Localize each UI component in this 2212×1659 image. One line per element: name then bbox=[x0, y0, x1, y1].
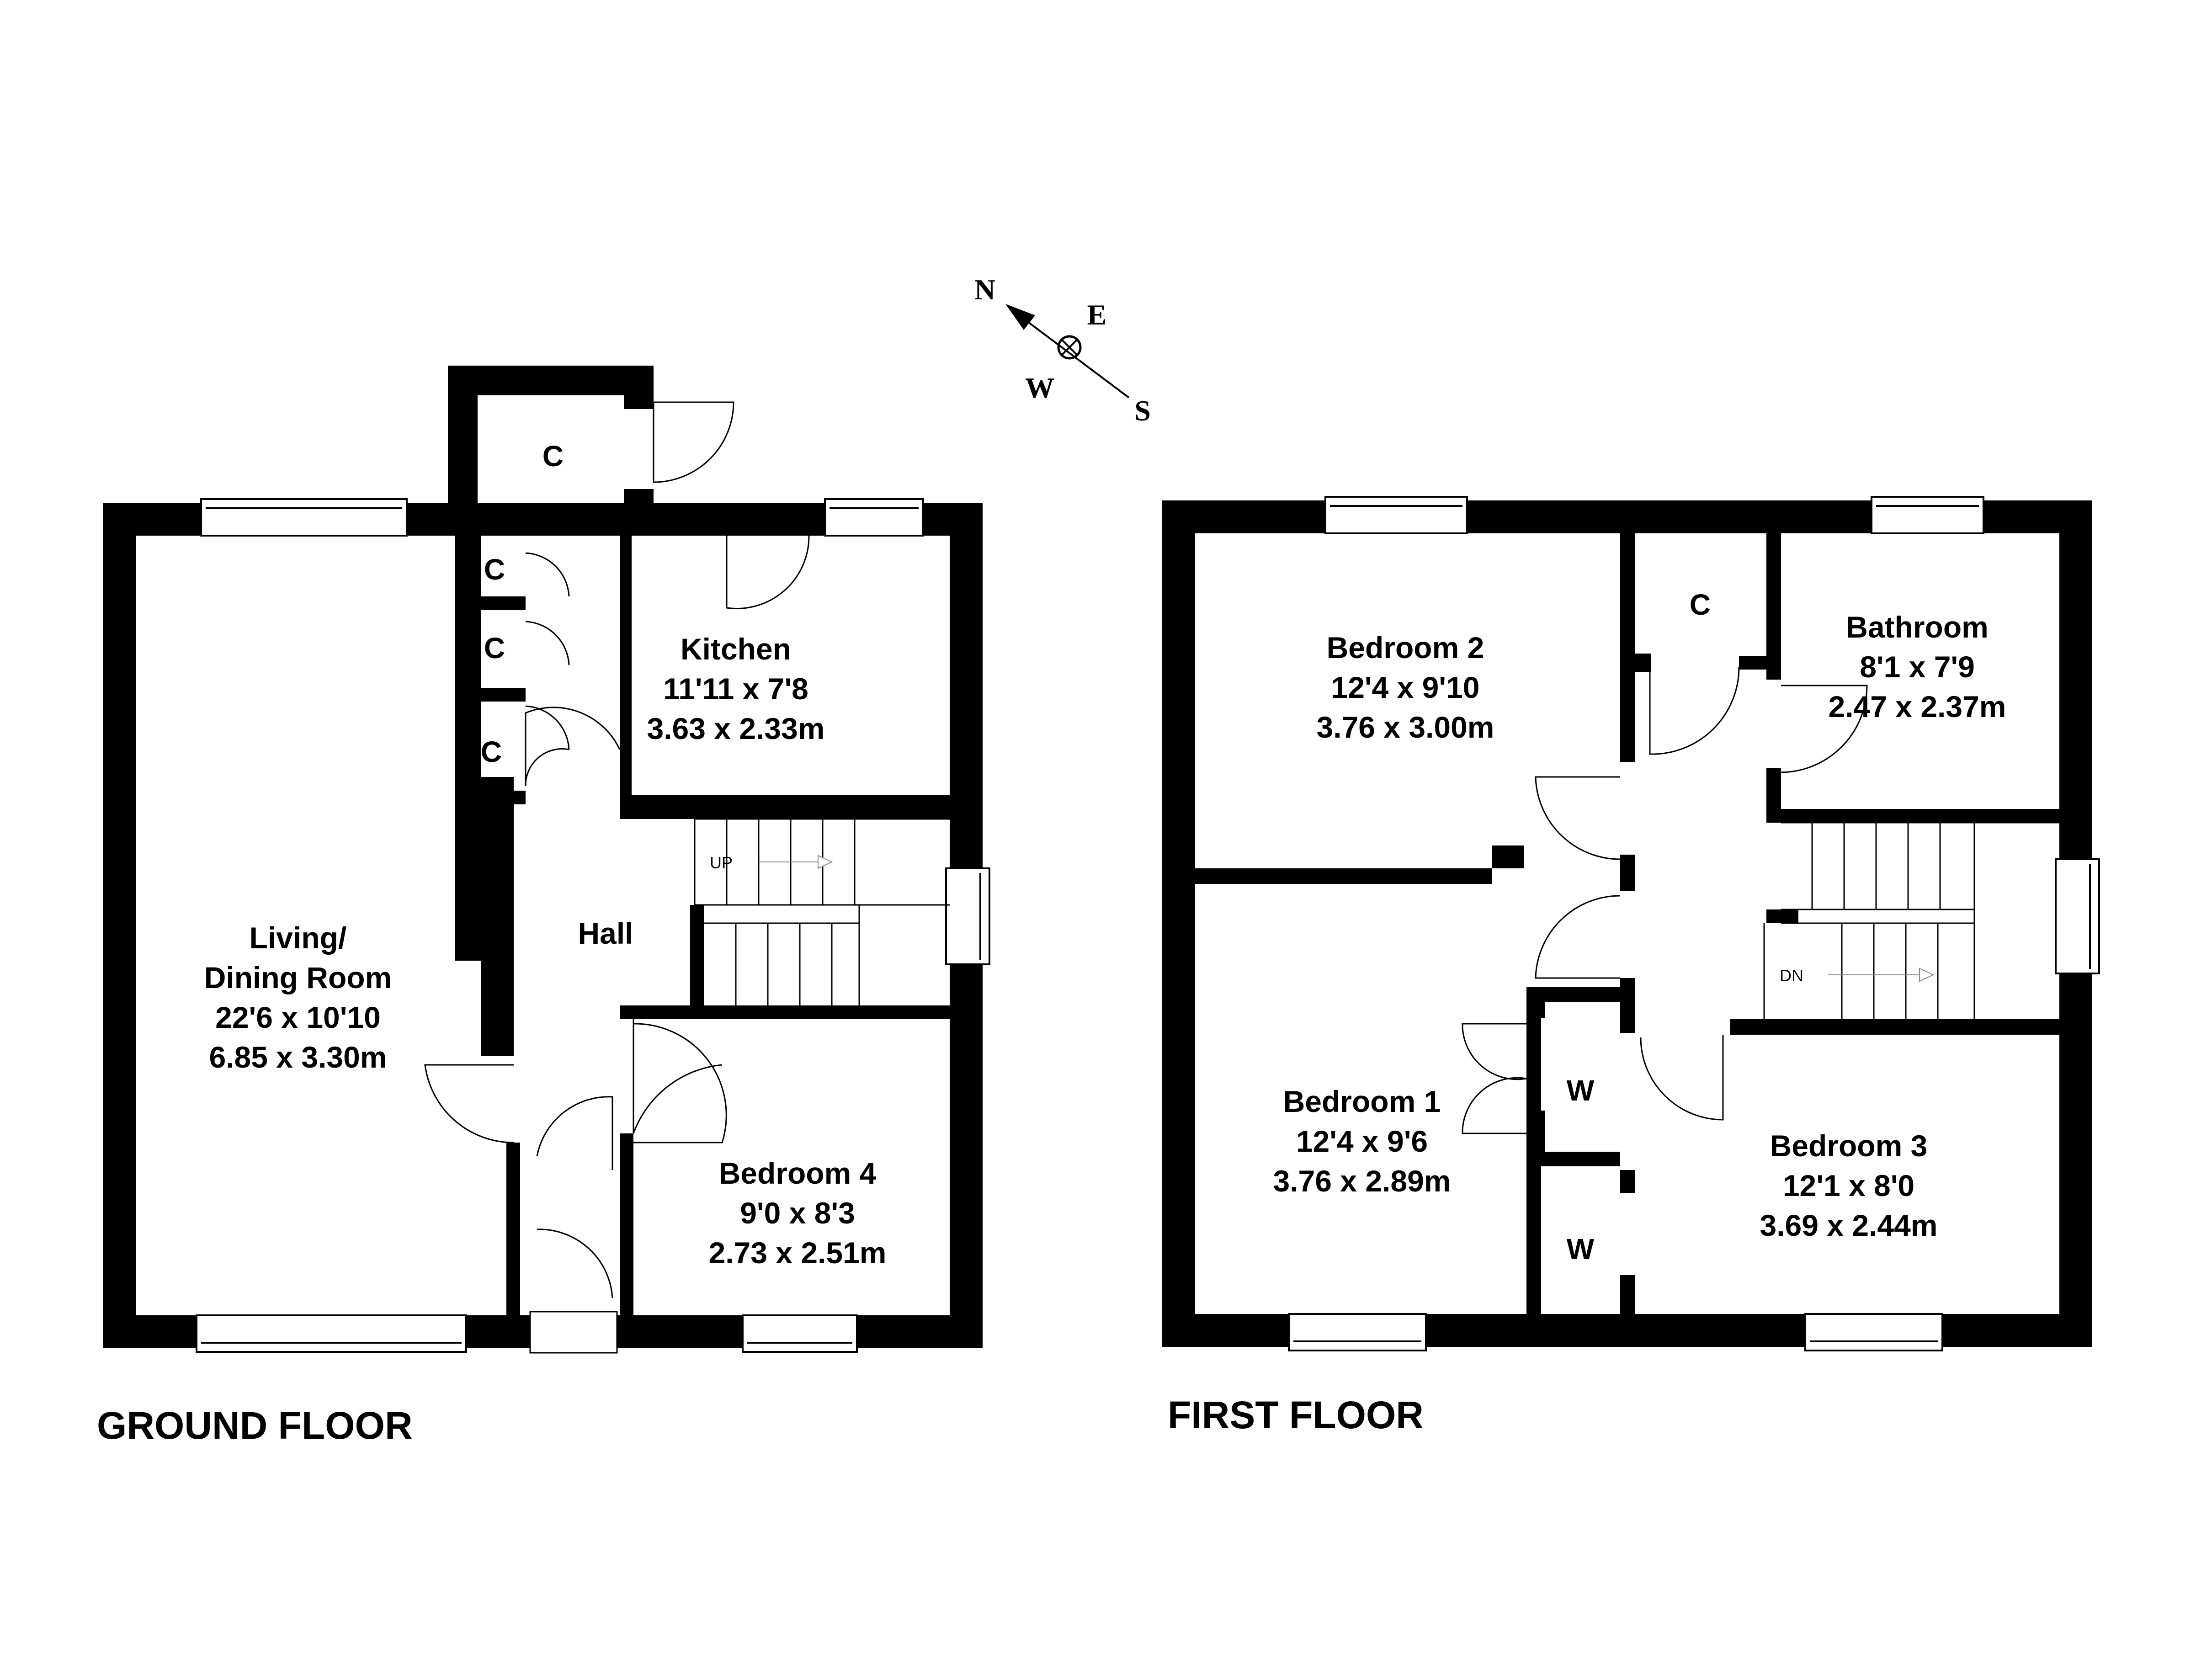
stairs-up-label: UP bbox=[710, 853, 733, 872]
stairs-down-label: DN bbox=[1780, 966, 1803, 985]
gf-cupboard-label: C bbox=[484, 632, 505, 665]
compass: N E W S bbox=[974, 273, 1151, 427]
bathroom-name: Bathroom bbox=[1846, 610, 1989, 644]
bedroom1-name: Bedroom 1 bbox=[1283, 1085, 1441, 1118]
ff-wardrobe-label: W bbox=[1567, 1074, 1595, 1107]
bedroom2-name: Bedroom 2 bbox=[1327, 631, 1484, 665]
compass-s: S bbox=[1134, 394, 1151, 427]
gf-cupboard-label: C bbox=[484, 553, 505, 586]
bathroom-imperial: 8'1 x 7'9 bbox=[1860, 650, 1975, 684]
kitchen-name: Kitchen bbox=[681, 632, 791, 666]
hall-name: Hall bbox=[578, 916, 633, 950]
bedroom1-imperial: 12'4 x 9'6 bbox=[1296, 1124, 1428, 1158]
kitchen-metric: 3.63 x 2.33m bbox=[647, 712, 825, 745]
compass-w: W bbox=[1025, 372, 1054, 404]
bedroom2-metric: 3.76 x 3.00m bbox=[1317, 710, 1494, 744]
bathroom-metric: 2.47 x 2.37m bbox=[1829, 690, 2006, 723]
bedroom2-imperial: 12'4 x 9'10 bbox=[1331, 670, 1479, 704]
first-floor-label: FIRST FLOOR bbox=[1168, 1393, 1424, 1436]
first-stairs: DN bbox=[1763, 822, 2059, 1019]
bedroom4-name: Bedroom 4 bbox=[719, 1156, 877, 1190]
gf-cupboard-label: C bbox=[542, 440, 564, 473]
compass-center-icon bbox=[1057, 335, 1082, 360]
living-name-1: Living/ bbox=[250, 921, 347, 955]
north-arrow-icon bbox=[1005, 304, 1035, 330]
ground-floor-plan: UP C C C C Kitchen 11'11 x 7'8 3.63 x 2.… bbox=[97, 366, 990, 1447]
bedroom3-name: Bedroom 3 bbox=[1770, 1129, 1928, 1163]
bedroom1-metric: 3.76 x 2.89m bbox=[1273, 1164, 1451, 1198]
kitchen-imperial: 11'11 x 7'8 bbox=[663, 672, 808, 706]
living-metric: 6.85 x 3.30m bbox=[209, 1040, 387, 1074]
compass-e: E bbox=[1087, 298, 1107, 331]
gf-cupboard-label: C bbox=[481, 735, 502, 768]
living-name-2: Dining Room bbox=[204, 961, 392, 994]
ground-stairs: UP bbox=[694, 818, 950, 1005]
living-imperial: 22'6 x 10'10 bbox=[215, 1000, 381, 1034]
bedroom4-metric: 2.73 x 2.51m bbox=[709, 1236, 887, 1270]
ff-cupboard-label: C bbox=[1690, 588, 1711, 621]
bedroom4-imperial: 9'0 x 8'3 bbox=[740, 1196, 855, 1230]
bedroom3-imperial: 12'1 x 8'0 bbox=[1783, 1169, 1914, 1202]
compass-n: N bbox=[974, 273, 995, 306]
ground-floor-label: GROUND FLOOR bbox=[97, 1404, 413, 1447]
first-floor-plan: DN C W W Bedroom 2 12'4 x 9'10 3.76 x 3.… bbox=[1162, 496, 2100, 1436]
ff-wardrobe-label: W bbox=[1567, 1233, 1595, 1266]
bedroom3-metric: 3.69 x 2.44m bbox=[1760, 1208, 1938, 1242]
